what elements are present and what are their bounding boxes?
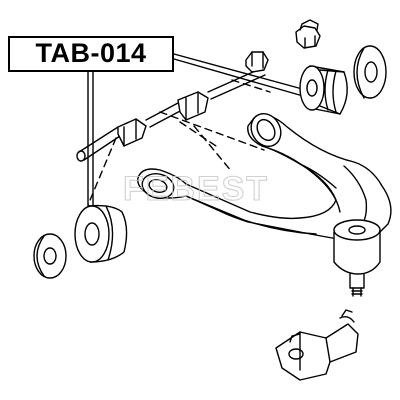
ball-joint xyxy=(333,219,381,297)
leader-line-lower xyxy=(87,71,94,206)
dashed-alignment-lines xyxy=(87,79,271,206)
washer-lower xyxy=(33,233,67,279)
leader-line-upper xyxy=(173,53,307,97)
hex-nut-upper xyxy=(245,51,269,73)
part-number-label: TAB-014 xyxy=(8,36,174,72)
arm-eye-front xyxy=(141,172,175,200)
watermark: FEBEST xyxy=(123,170,269,208)
lock-nut xyxy=(295,19,321,49)
bushing-lower xyxy=(74,204,128,263)
lower-bracket xyxy=(275,309,359,381)
arm-eye-rear xyxy=(250,112,282,148)
bushing-upper xyxy=(299,65,348,115)
washer-upper xyxy=(353,45,387,99)
bolt-shaft xyxy=(76,67,266,162)
